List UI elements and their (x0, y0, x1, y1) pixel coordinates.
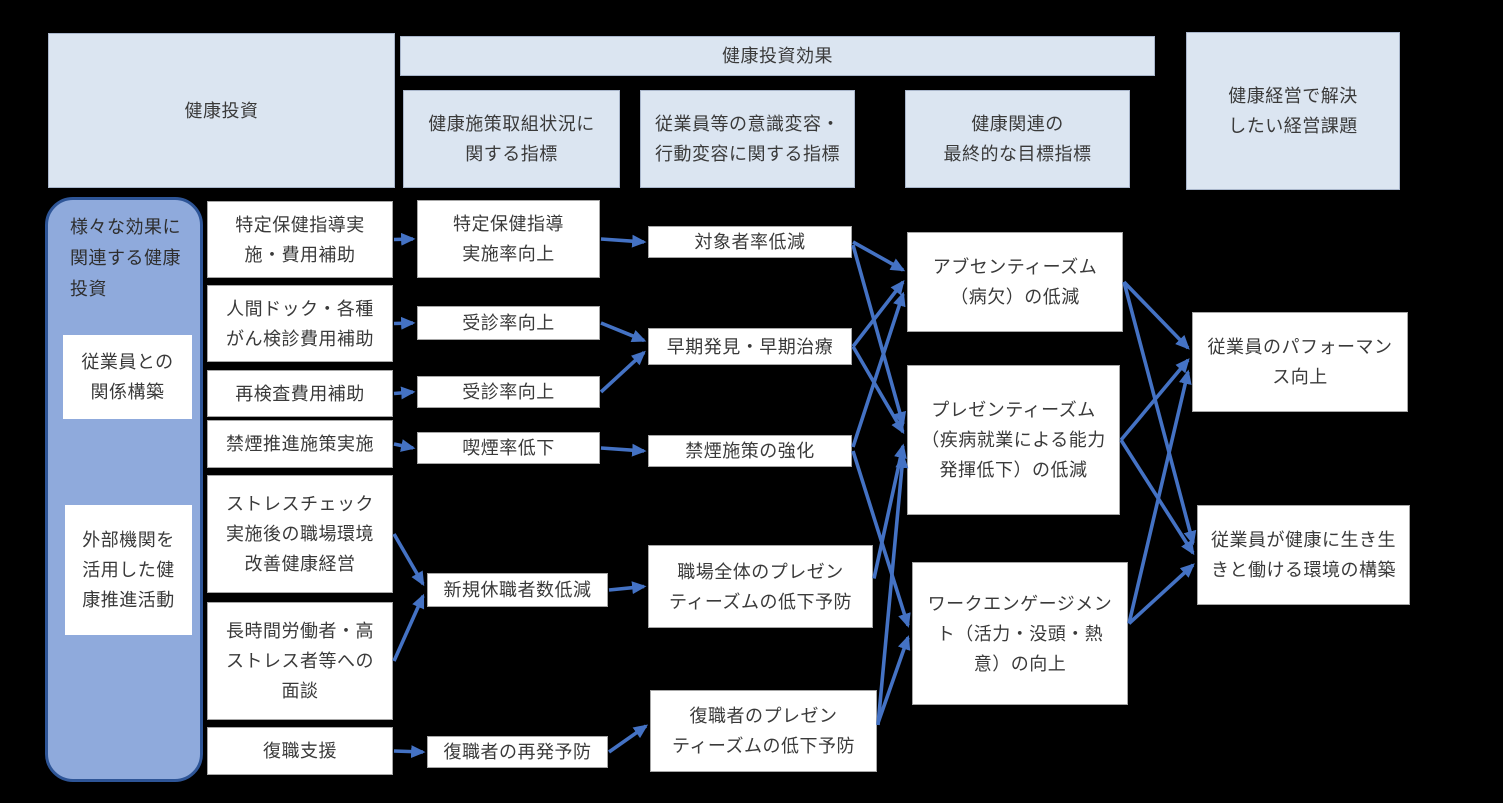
node-specific-health-guidance-subsidy: 特定保健指導実 施・費用補助 (207, 201, 393, 278)
node-checkup-rate-up-2-label: 受診率向上 (462, 382, 555, 402)
node-return-to-work-support: 復職支援 (207, 727, 393, 775)
node-work-engagement-improvement-label: ワークエンゲージメン ト（活力・没頭・熱 意）の向上 (927, 593, 1113, 674)
node-returnee-relapse-prevention-label: 復職者の再発予防 (443, 742, 592, 762)
edge-absenteeism-performance (1122, 280, 1190, 350)
header-management-issues-label: 健康経営で解決 したい経営課題 (1228, 86, 1358, 136)
node-reexamination-subsidy: 再検査費用補助 (207, 370, 393, 417)
node-external-agency-health-promotion-label: 外部機関を 活用した健 康推進活動 (82, 530, 175, 610)
node-healthy-vibrant-work-environment: 従業員が健康に生き生 きと働ける環境の構築 (1197, 505, 1410, 605)
node-specific-health-guidance-subsidy-label: 特定保健指導実 施・費用補助 (235, 214, 365, 265)
node-work-engagement-improvement: ワークエンゲージメン ト（活力・没頭・熱 意）の向上 (912, 562, 1128, 705)
edge-taishosha-teigen-absenteeism (852, 240, 906, 272)
node-healthy-vibrant-work-environment-label: 従業員が健康に生き生 きと働ける環境の構築 (1211, 530, 1396, 580)
header-initiative-status-indicators-label: 健康施策取組状況に 関する指標 (428, 114, 595, 164)
node-checkup-rate-up-2: 受診率向上 (417, 376, 600, 408)
node-smoking-measures-strengthening-label: 禁煙施策の強化 (685, 441, 815, 461)
node-reexamination-subsidy-label: 再検査費用補助 (235, 383, 365, 404)
edge-fukushokusha-presen-work-engagement (876, 635, 911, 724)
edge-fukushoku-shien-saihatsu-yobo (393, 745, 426, 759)
node-checkup-rate-up-1: 受診率向上 (417, 306, 600, 340)
node-workplace-presenteeism-prevention-label: 職場全体のプレゼン ティーズムの低下予防 (668, 561, 853, 612)
node-employee-performance-up-label: 従業員のパフォーマン ス向上 (1207, 337, 1393, 387)
node-return-to-work-support-label: 復職支援 (263, 741, 337, 761)
node-absenteeism-reduction-label: アブセンティーズム （病欠）の低減 (932, 257, 1098, 307)
edge-presenteeism-kankyo-kochiku (1119, 439, 1195, 556)
edge-kinen-kyoka-absenteeism (851, 291, 906, 448)
edge-saikensa-jushinritsu-kojo-2 (393, 386, 416, 400)
node-early-detection-treatment: 早期発見・早期治療 (648, 328, 852, 365)
node-medical-checkup-subsidy-label: 人間ドック・各種 がん検診費用補助 (226, 298, 374, 349)
header-health-investment-label: 健康投資 (184, 100, 259, 121)
node-early-detection-treatment-label: 早期発見・早期治療 (666, 336, 834, 357)
edge-kitsuenritsu-teika-kinen-kyoka (600, 443, 647, 457)
node-external-agency-health-promotion: 外部機関を 活用した健 康推進活動 (65, 505, 192, 635)
edge-jisshiritsu-kojo-taishosha-teigen (600, 234, 647, 248)
edge-taishosha-teigen-presenteeism (851, 244, 907, 427)
header-final-target-indicators: 健康関連の 最終的な目標指標 (905, 90, 1130, 188)
node-target-rate-reduction-label: 対象者率低減 (694, 232, 806, 252)
node-guidance-implementation-rate-up: 特定保健指導 実施率向上 (417, 200, 600, 278)
edge-absenteeism-kankyo-kochiku (1122, 281, 1197, 546)
node-stress-check-workplace-improvement-label: ストレスチェック 実施後の職場環境 改善健康経営 (226, 494, 374, 574)
header-final-target-indicators-label: 健康関連の 最終的な目標指標 (943, 114, 1092, 164)
node-smoking-rate-down-label: 喫煙率低下 (462, 438, 555, 458)
node-presenteeism-reduction: プレゼンティーズム （疾病就業による能力 発揮低下）の低減 (907, 365, 1120, 515)
node-new-leave-takers-reduction-label: 新規休職者数低減 (443, 580, 592, 600)
edge-stress-check-shinki-kyushoku (392, 533, 425, 587)
node-returnee-presenteeism-prevention: 復職者のプレゼン ティーズムの低下予防 (650, 690, 877, 772)
node-returnee-relapse-prevention: 復職者の再発予防 (427, 736, 608, 768)
node-smoking-cessation-program: 禁煙推進施策実施 (207, 420, 393, 468)
node-medical-checkup-subsidy: 人間ドック・各種 がん検診費用補助 (207, 285, 393, 362)
edge-work-engagement-kankyo-kochiku (1127, 563, 1195, 625)
header-awareness-behavior-indicators: 従業員等の意識変容・ 行動変容に関する指標 (640, 90, 855, 188)
node-new-leave-takers-reduction: 新規休職者数低減 (427, 573, 608, 607)
node-long-hours-high-stress-interviews: 長時間労働者・高 ストレス者等への 面談 (207, 602, 393, 720)
header-health-investment-effect-label: 健康投資効果 (722, 46, 833, 66)
node-employee-relationship-building: 従業員との 関係構築 (63, 335, 192, 419)
node-checkup-rate-up-1-label: 受診率向上 (462, 313, 555, 333)
node-absenteeism-reduction: アブセンティーズム （病欠）の低減 (907, 232, 1123, 332)
header-awareness-behavior-indicators-label: 従業員等の意識変容・ 行動変容に関する指標 (655, 114, 840, 164)
edge-saihatsu-yobo-fukushokusha-presen (607, 724, 649, 754)
group-various-effects-investment-label: 様々な効果に 関連する健康 投資 (70, 217, 181, 299)
node-smoking-cessation-program-label: 禁煙推進施策実施 (226, 434, 374, 454)
header-health-investment-effect: 健康投資効果 (400, 36, 1155, 76)
node-stress-check-workplace-improvement: ストレスチェック 実施後の職場環境 改善健康経営 (207, 475, 393, 593)
header-health-investment: 健康投資 (48, 33, 395, 188)
edge-tokutei-hoken-jisshiritsu-kojo (393, 232, 416, 246)
edge-ningen-dock-jushinritsu-kojo-1 (393, 316, 416, 330)
node-smoking-measures-strengthening: 禁煙施策の強化 (648, 435, 852, 467)
node-smoking-rate-down: 喫煙率低下 (417, 432, 600, 464)
node-employee-performance-up: 従業員のパフォーマン ス向上 (1192, 312, 1408, 412)
node-target-rate-reduction: 対象者率低減 (648, 226, 852, 258)
edge-chojikan-rodo-shinki-kyushoku (392, 593, 425, 662)
node-presenteeism-reduction-label: プレゼンティーズム （疾病就業による能力 発揮低下）の低減 (921, 400, 1106, 480)
edge-shokuba-presen-presenteeism (872, 443, 907, 579)
edge-jushinritsu-kojo-1-soki-hakken (600, 321, 647, 343)
edge-shinki-kyushoku-shokuba-presen (608, 581, 647, 595)
edge-work-engagement-performance (1127, 369, 1192, 624)
node-workplace-presenteeism-prevention: 職場全体のプレゼン ティーズムの低下予防 (648, 545, 873, 628)
edge-jushinritsu-kojo-2-soki-hakken (599, 350, 646, 394)
edge-soki-hakken-absenteeism (851, 280, 905, 348)
header-management-issues: 健康経営で解決 したい経営課題 (1186, 32, 1400, 190)
header-initiative-status-indicators: 健康施策取組状況に 関する指標 (403, 90, 620, 188)
edge-presenteeism-performance (1119, 358, 1190, 442)
edge-fukushokusha-presen-presenteeism (876, 453, 909, 726)
node-returnee-presenteeism-prevention-label: 復職者のプレゼン ティーズムの低下予防 (671, 706, 856, 756)
node-employee-relationship-building-label: 従業員との 関係構築 (81, 352, 174, 402)
edge-soki-hakken-presenteeism (851, 345, 905, 435)
node-guidance-implementation-rate-up-label: 特定保健指導 実施率向上 (453, 214, 564, 264)
node-long-hours-high-stress-interviews-label: 長時間労働者・高 ストレス者等への 面談 (226, 621, 374, 701)
edge-kinen-suishin-kitsuenritsu-teika (393, 439, 416, 452)
group-various-effects-investment (45, 197, 203, 782)
